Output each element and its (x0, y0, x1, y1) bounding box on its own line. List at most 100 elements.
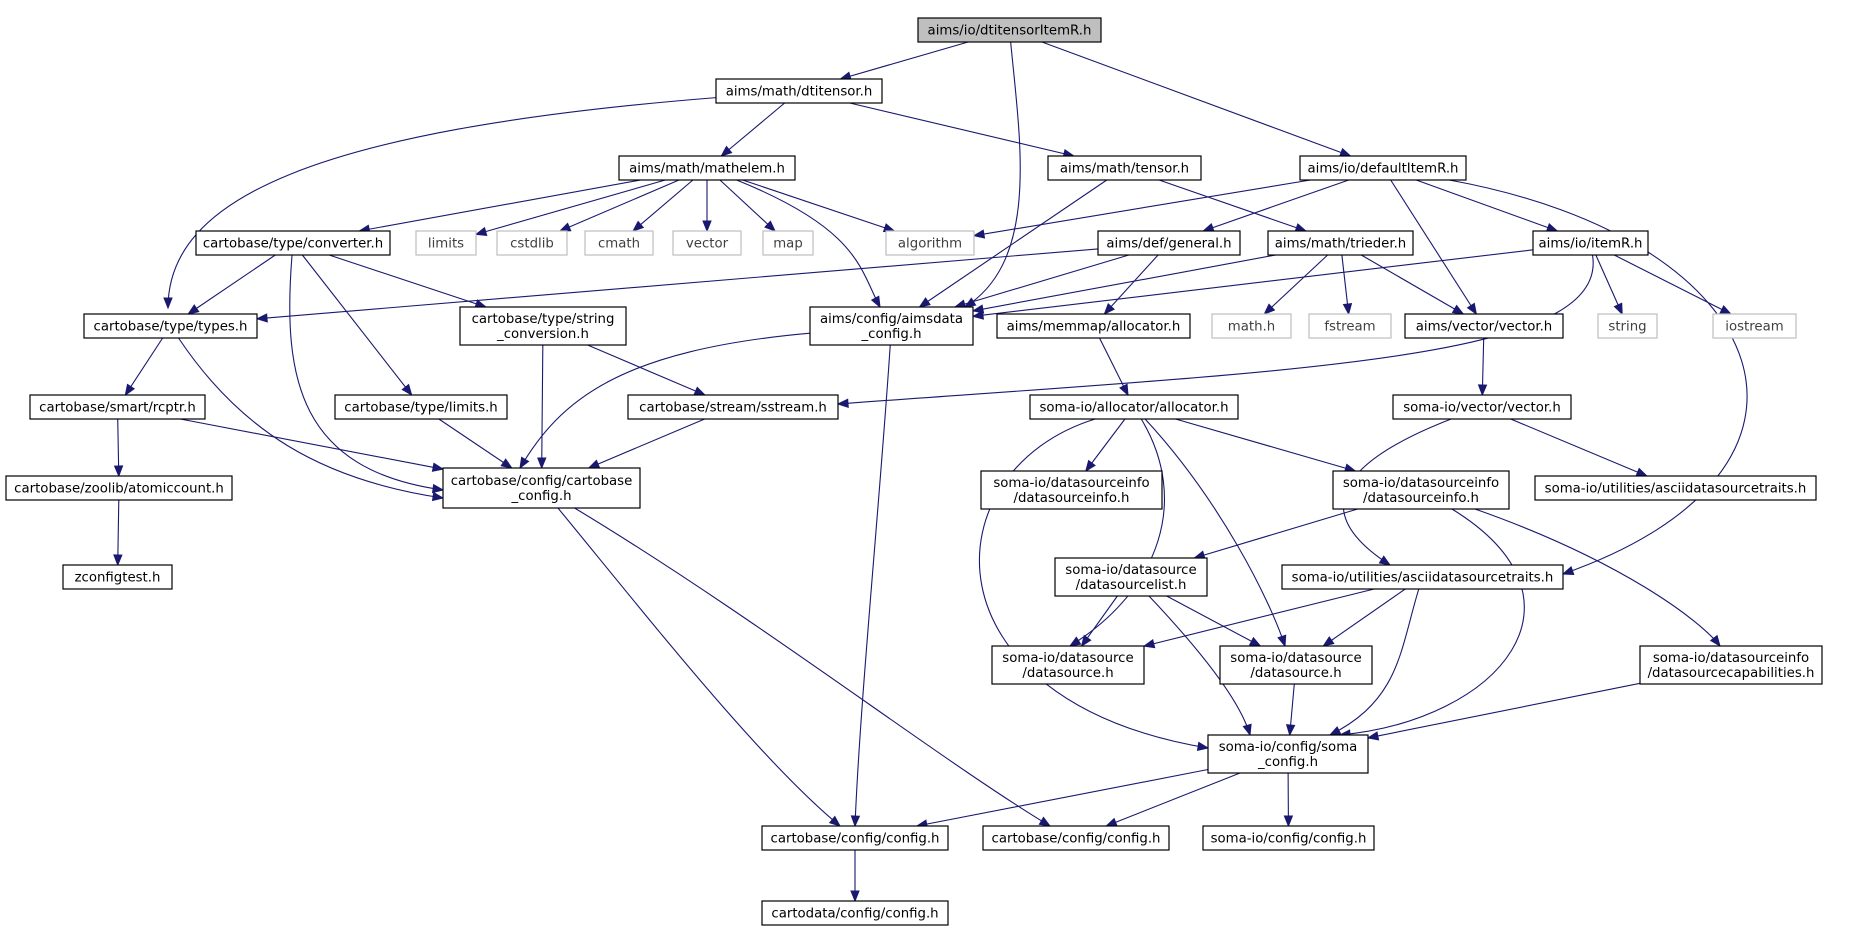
node-label: aims/memmap/allocator.h (1007, 320, 1181, 335)
edge-general-to-aimsdata_config (953, 254, 1130, 309)
node-label: soma-io/config/config.h (1211, 832, 1367, 847)
edge-asciitraits_b-to-datasource_a (1142, 588, 1375, 649)
edge-itemR-to-aimsdata_config (971, 249, 1534, 320)
node-box (1047, 155, 1202, 181)
node-soma_vector[interactable]: soma-io/vector/vector.h (1392, 394, 1572, 420)
node-dslist[interactable]: soma-io/datasource/datasourcelist.h (1054, 557, 1208, 597)
node-dtitensor[interactable]: aims/math/dtitensor.h (715, 78, 883, 104)
node-dsinfo_a[interactable]: soma-io/datasourceinfo/datasourceinfo.h (980, 470, 1163, 510)
edge-converter-to-type_limits (301, 254, 413, 397)
node-box (5, 475, 233, 501)
edge-dtitensorItemR-to-defaultItemR (1041, 41, 1352, 157)
node-box (415, 230, 477, 256)
node-label: cartobase/stream/sstream.h (639, 401, 827, 416)
node-tensor[interactable]: aims/math/tensor.h (1047, 155, 1202, 181)
node-box (1202, 825, 1375, 851)
node-box (885, 230, 975, 256)
node-box (29, 394, 206, 420)
edge-soma_allocator-to-soma_config (978, 418, 1210, 751)
edge-types-to-cartobase_config (178, 337, 445, 502)
node-algorithm: algorithm (885, 230, 975, 256)
node-label: soma-io/datasourceinfo (993, 476, 1149, 491)
node-cartodata_config[interactable]: cartodata/config/config.h (761, 900, 949, 926)
node-sstream[interactable]: cartobase/stream/sstream.h (627, 394, 839, 420)
node-label: cartobase/type/limits.h (344, 401, 497, 416)
node-cstdlib: cstdlib (496, 230, 568, 256)
node-label: cartobase/zoolib/atomiccount.h (14, 482, 224, 497)
edge-type_limits-to-cartobase_config (438, 418, 513, 469)
node-allocator_aims[interactable]: aims/memmap/allocator.h (996, 313, 1191, 339)
node-label: string (1608, 320, 1646, 335)
node-asciitraits_b[interactable]: soma-io/utilities/asciidatasourcetraits.… (1281, 564, 1564, 590)
edge-itemR-to-string (1595, 254, 1623, 316)
node-box (762, 230, 814, 256)
edge-atomiccount-to-zconfigtest (113, 499, 123, 567)
node-general[interactable]: aims/def/general.h (1097, 230, 1241, 256)
node-label: cartobase/type/string (472, 312, 615, 327)
node-itemR[interactable]: aims/io/itemR.h (1532, 230, 1649, 256)
node-converter[interactable]: cartobase/type/converter.h (195, 230, 391, 256)
node-box (1299, 155, 1467, 181)
node-atomiccount[interactable]: cartobase/zoolib/atomiccount.h (5, 475, 233, 501)
node-label: soma-io/datasource (1002, 651, 1133, 666)
node-soma_allocator[interactable]: soma-io/allocator/allocator.h (1029, 394, 1239, 420)
edge-dsinfo_b-to-soma_config (1338, 508, 1525, 739)
edge-itemR-to-iostream (1613, 254, 1732, 315)
node-box (584, 230, 654, 256)
edge-cartobase_config-to-cb_config_a (557, 507, 842, 827)
node-label: cartobase/config/config.h (771, 832, 940, 847)
node-dsinfo_b[interactable]: soma-io/datasourceinfo/datasourceinfo.h (1332, 470, 1510, 510)
node-trieder[interactable]: aims/math/trieder.h (1267, 230, 1414, 256)
edges-layer (113, 41, 1748, 903)
edge-mathelem-to-map (719, 179, 777, 232)
node-soma_config[interactable]: soma-io/config/soma_config.h (1207, 734, 1369, 774)
node-box (672, 230, 742, 256)
node-cb_config_b[interactable]: cartobase/config/config.h (982, 825, 1170, 851)
node-somaio_config[interactable]: soma-io/config/config.h (1202, 825, 1375, 851)
edge-dtitensor-to-types (163, 97, 717, 310)
node-datasource_a[interactable]: soma-io/datasource/datasource.h (991, 645, 1145, 685)
edge-dtitensor-to-mathelem (720, 102, 786, 157)
node-aims_vector[interactable]: aims/vector/vector.h (1404, 313, 1564, 339)
edge-cb_config_a-to-cartodata_config (850, 850, 860, 903)
edge-converter-to-types (187, 254, 276, 315)
node-rcptr[interactable]: cartobase/smart/rcptr.h (29, 394, 206, 420)
node-zconfigtest[interactable]: zconfigtest.h (62, 564, 173, 590)
node-mathelem[interactable]: aims/math/mathelem.h (618, 155, 796, 181)
node-cmath: cmath (584, 230, 654, 256)
node-label: cmath (598, 237, 640, 252)
node-box (761, 825, 949, 851)
node-aimsdata_config[interactable]: aims/config/aimsdata_config.h (809, 306, 974, 346)
node-asciitraits_a[interactable]: soma-io/utilities/asciidatasourcetraits.… (1534, 475, 1817, 501)
node-box (1712, 313, 1797, 339)
node-label: soma-io/allocator/allocator.h (1039, 401, 1228, 416)
node-datasource_b[interactable]: soma-io/datasource/datasource.h (1219, 645, 1373, 685)
node-box (1207, 734, 1369, 774)
node-string_conversion[interactable]: cartobase/type/string_conversion.h (459, 306, 627, 346)
node-type_limits[interactable]: cartobase/type/limits.h (334, 394, 508, 420)
node-label: soma-io/datasourceinfo (1343, 476, 1499, 491)
edge-dslist-to-datasource_a (1080, 595, 1118, 648)
node-label: soma-io/vector/vector.h (1403, 401, 1561, 416)
node-label: vector (686, 237, 729, 252)
edge-dsinfo_b-to-dscap (1474, 508, 1721, 648)
node-string: string (1597, 313, 1658, 339)
node-label: soma-io/config/soma (1219, 740, 1358, 755)
node-math_h: math.h (1211, 313, 1292, 339)
node-box (1308, 313, 1392, 339)
node-label: soma-io/datasourceinfo (1653, 651, 1809, 666)
node-defaultItemR[interactable]: aims/io/defaultItemR.h (1299, 155, 1467, 181)
edge-soma_allocator-to-dsinfo_a (1084, 418, 1126, 473)
node-dtitensorItemR[interactable]: aims/io/dtitensorItemR.h (917, 17, 1102, 43)
node-label: algorithm (898, 237, 962, 252)
edge-datasource_b-to-soma_config (1285, 683, 1296, 737)
node-box (1211, 313, 1292, 339)
edge-rcptr-to-atomiccount (113, 418, 124, 478)
node-box (761, 900, 949, 926)
node-label: /datasourcecapabilities.h (1648, 666, 1815, 681)
node-dscap[interactable]: soma-io/datasourceinfo/datasourcecapabil… (1639, 645, 1823, 685)
node-cartobase_config[interactable]: cartobase/config/cartobase_config.h (442, 467, 641, 509)
edge-mathelem-to-limits (474, 179, 666, 237)
node-cb_config_a[interactable]: cartobase/config/config.h (761, 825, 949, 851)
node-types[interactable]: cartobase/type/types.h (83, 313, 258, 339)
